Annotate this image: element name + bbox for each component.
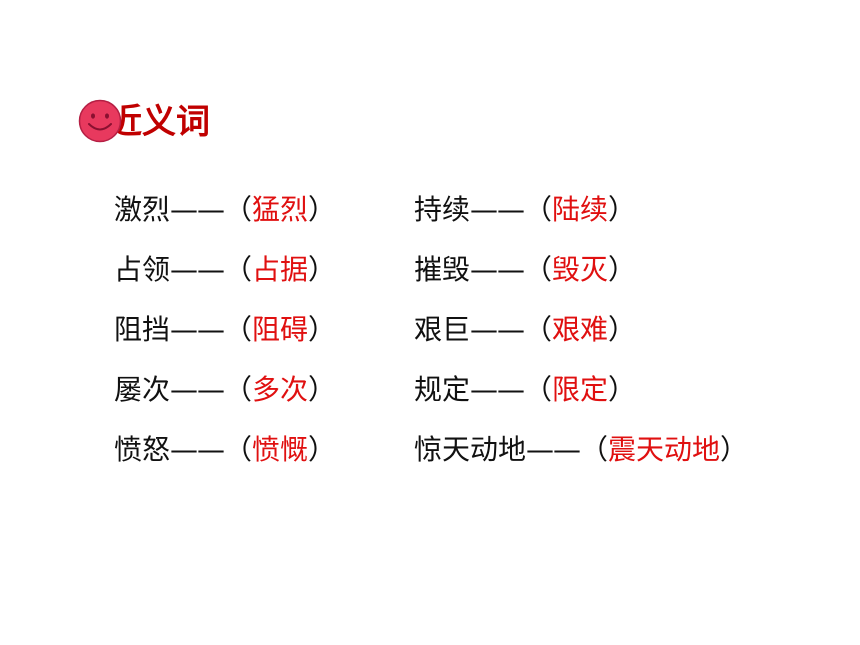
answer: 限定 <box>552 373 609 406</box>
separator: —— <box>170 193 225 226</box>
word: 屡次 <box>114 373 171 406</box>
close-paren: ） <box>308 433 337 466</box>
synonym-pair: 艰巨——（艰难） <box>414 310 636 350</box>
open-paren: （ <box>580 433 609 466</box>
separator: —— <box>170 373 225 406</box>
close-paren: ） <box>308 313 337 346</box>
open-paren: （ <box>224 253 253 286</box>
answer: 占据 <box>252 253 309 286</box>
separator: —— <box>470 313 525 346</box>
separator: —— <box>170 433 225 466</box>
close-paren: ） <box>308 253 337 286</box>
answer: 震天动地 <box>608 433 721 466</box>
word: 规定 <box>414 373 471 406</box>
synonym-pair: 摧毁——（毁灭） <box>414 250 636 290</box>
close-paren: ） <box>608 313 637 346</box>
open-paren: （ <box>524 373 553 406</box>
synonym-pair: 占领——（占据） <box>114 250 336 290</box>
synonym-pair: 激烈——（猛烈） <box>114 190 336 230</box>
word: 持续 <box>414 193 471 226</box>
smiley-face-icon <box>78 99 122 143</box>
separator: —— <box>470 373 525 406</box>
open-paren: （ <box>224 433 253 466</box>
synonym-row: 屡次——（多次） 规定——（限定） <box>114 360 834 420</box>
synonym-pair: 规定——（限定） <box>414 370 636 410</box>
separator: —— <box>470 193 525 226</box>
word: 愤怒 <box>114 433 171 466</box>
close-paren: ） <box>308 193 337 226</box>
word: 占领 <box>114 253 171 286</box>
close-paren: ） <box>608 253 637 286</box>
close-paren: ） <box>608 373 637 406</box>
synonym-row: 阻挡——（阻碍） 艰巨——（艰难） <box>114 300 834 360</box>
synonym-row: 激烈——（猛烈） 持续——（陆续） <box>114 180 834 240</box>
open-paren: （ <box>224 193 253 226</box>
synonym-pair: 屡次——（多次） <box>114 370 336 410</box>
open-paren: （ <box>524 253 553 286</box>
answer: 艰难 <box>552 313 609 346</box>
answer: 猛烈 <box>252 193 309 226</box>
synonym-pair: 愤怒——（愤慨） <box>114 430 336 470</box>
separator: —— <box>170 253 225 286</box>
open-paren: （ <box>224 373 253 406</box>
separator: —— <box>526 433 581 466</box>
close-paren: ） <box>308 373 337 406</box>
answer: 毁灭 <box>552 253 609 286</box>
word: 艰巨 <box>414 313 471 346</box>
answer: 陆续 <box>552 193 609 226</box>
open-paren: （ <box>524 313 553 346</box>
page-title: 近义词 <box>108 102 210 142</box>
separator: —— <box>470 253 525 286</box>
word: 激烈 <box>114 193 171 226</box>
open-paren: （ <box>524 193 553 226</box>
open-paren: （ <box>224 313 253 346</box>
word: 摧毁 <box>414 253 471 286</box>
synonym-row: 占领——（占据） 摧毁——（毁灭） <box>114 240 834 300</box>
answer: 多次 <box>252 373 309 406</box>
separator: —— <box>170 313 225 346</box>
synonym-pair: 持续——（陆续） <box>414 190 636 230</box>
word: 惊天动地 <box>414 433 527 466</box>
synonym-pair: 惊天动地——（震天动地） <box>414 430 748 470</box>
synonym-pair: 阻挡——（阻碍） <box>114 310 336 350</box>
synonym-grid: 激烈——（猛烈） 持续——（陆续） 占领——（占据） 摧毁——（毁灭） 阻挡——… <box>114 180 834 480</box>
close-paren: ） <box>720 433 749 466</box>
synonym-row: 愤怒——（愤慨） 惊天动地——（震天动地） <box>114 420 834 480</box>
answer: 愤慨 <box>252 433 309 466</box>
close-paren: ） <box>608 193 637 226</box>
answer: 阻碍 <box>252 313 309 346</box>
word: 阻挡 <box>114 313 171 346</box>
